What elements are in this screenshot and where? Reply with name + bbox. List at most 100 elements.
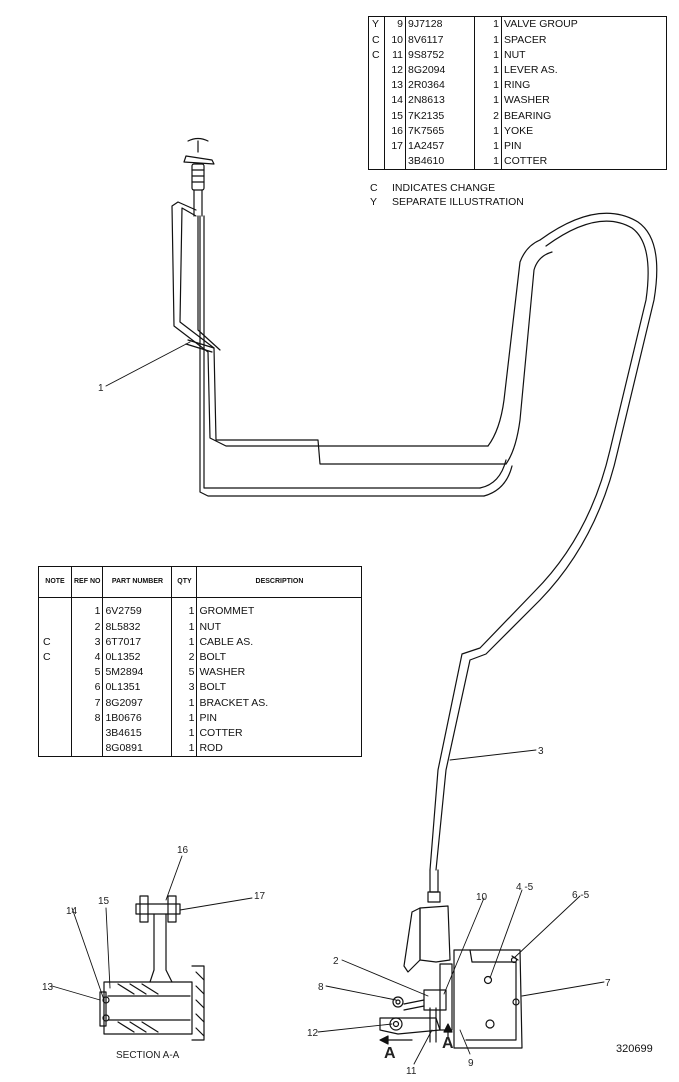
cell-ref: 2 xyxy=(71,619,104,635)
legend-text-y: SEPARATE ILLUSTRATION xyxy=(392,196,524,208)
spacer-cell xyxy=(171,597,198,604)
callout-12: 12 xyxy=(307,1028,319,1039)
cell-ref: 9 xyxy=(384,16,406,33)
cell-ref: 7 xyxy=(71,695,104,711)
cell-ref: 3 xyxy=(71,634,104,650)
leader-lines xyxy=(51,341,605,1065)
cell-desc: VALVE GROUP xyxy=(504,18,578,31)
cell-part: 7K2135 xyxy=(405,108,475,124)
cell-ref: 17 xyxy=(384,138,406,154)
cell-desc: WASHER xyxy=(504,94,550,107)
cell-note xyxy=(368,77,385,93)
callout-6-5: 6 -5 xyxy=(572,890,590,901)
callout-1: 1 xyxy=(98,383,104,394)
cell-ref: 16 xyxy=(384,123,406,139)
header-part: PART NUMBER xyxy=(102,566,173,598)
cell-desc: LEVER AS. xyxy=(504,64,558,76)
illustration-number: 320699 xyxy=(616,1043,653,1055)
cell-qty: 1 xyxy=(474,32,502,48)
cell-qty: 1 xyxy=(171,695,198,711)
cell-qty: 1 xyxy=(171,634,198,650)
cell-note xyxy=(368,138,385,154)
cell-ref: 6 xyxy=(71,679,104,696)
cell-qty: 1 xyxy=(474,16,502,33)
cell-desc: GROMMET xyxy=(199,605,255,618)
section-label: SECTION A-A xyxy=(116,1050,180,1061)
cell-part: 9S8752 xyxy=(405,47,475,63)
cell-note: C xyxy=(368,32,385,48)
cell-desc: BEARING xyxy=(504,109,552,122)
cell-desc: COTTER xyxy=(504,155,548,168)
cell-part: 8G2097 xyxy=(102,695,173,711)
legend-key-y: Y xyxy=(370,196,378,208)
cell-part: 8G0891 xyxy=(102,740,173,757)
cell-part: 5M2894 xyxy=(102,664,173,680)
cell-desc: BOLT xyxy=(199,651,227,663)
cell-part: 0L1352 xyxy=(102,649,173,665)
cell-ref xyxy=(71,725,104,741)
cell-qty: 1 xyxy=(171,619,198,635)
cell-part: 8L5832 xyxy=(102,619,173,635)
cell-note xyxy=(38,740,72,757)
header-desc: DESCRIPTION xyxy=(196,566,363,598)
cell-qty: 1 xyxy=(474,77,502,93)
cell-note xyxy=(368,92,385,109)
cell-part: 3B4610 xyxy=(405,153,475,170)
cell-ref: 5 xyxy=(71,664,104,680)
spacer-cell xyxy=(38,597,72,604)
cell-ref: 15 xyxy=(384,108,406,124)
cell-part: 0L1351 xyxy=(102,679,173,696)
cell-qty: 2 xyxy=(474,108,502,124)
spacer-cell xyxy=(102,597,173,604)
cell-desc: YOKE xyxy=(504,124,534,137)
callout-17: 17 xyxy=(254,891,266,902)
cell-note xyxy=(38,679,72,696)
cell-ref: 14 xyxy=(384,92,406,109)
cell-ref xyxy=(384,153,406,170)
cell-part: 1B0676 xyxy=(102,710,173,726)
cell-note xyxy=(38,725,72,741)
cell-qty: 1 xyxy=(474,123,502,139)
cell-qty: 1 xyxy=(474,92,502,109)
cell-note xyxy=(368,153,385,170)
callout-10: 10 xyxy=(476,892,488,903)
cell-qty: 1 xyxy=(171,740,198,757)
legend-separate: Y SEPARATE ILLUSTRATION xyxy=(370,195,524,209)
cell-desc: BOLT xyxy=(199,681,227,694)
cell-desc: WASHER xyxy=(199,666,246,679)
cell-note: Y xyxy=(368,16,385,33)
table-spacer-row xyxy=(38,597,362,604)
section-marker-right: A xyxy=(442,1035,454,1052)
cell-note xyxy=(368,123,385,139)
section-a-a-detail xyxy=(99,895,205,1041)
cell-desc: CABLE AS. xyxy=(199,635,254,648)
cell-desc: RING xyxy=(504,79,531,92)
cell-part: 2R0364 xyxy=(405,77,475,93)
cell-note xyxy=(38,619,72,635)
cell-note: C xyxy=(38,649,72,665)
cell-qty: 5 xyxy=(171,664,198,680)
cell-note xyxy=(38,604,72,620)
cell-desc: COTTER xyxy=(199,726,243,739)
cell-qty: 1 xyxy=(474,138,502,154)
callout-4-5: 4 -5 xyxy=(516,882,534,893)
bracket-assembly xyxy=(379,905,523,1049)
cable-assembly xyxy=(197,212,658,903)
cell-desc: NUT xyxy=(199,620,222,633)
cell-ref: 10 xyxy=(384,32,406,48)
legend-key-c: C xyxy=(370,182,378,194)
cell-desc: ROD xyxy=(199,742,223,755)
